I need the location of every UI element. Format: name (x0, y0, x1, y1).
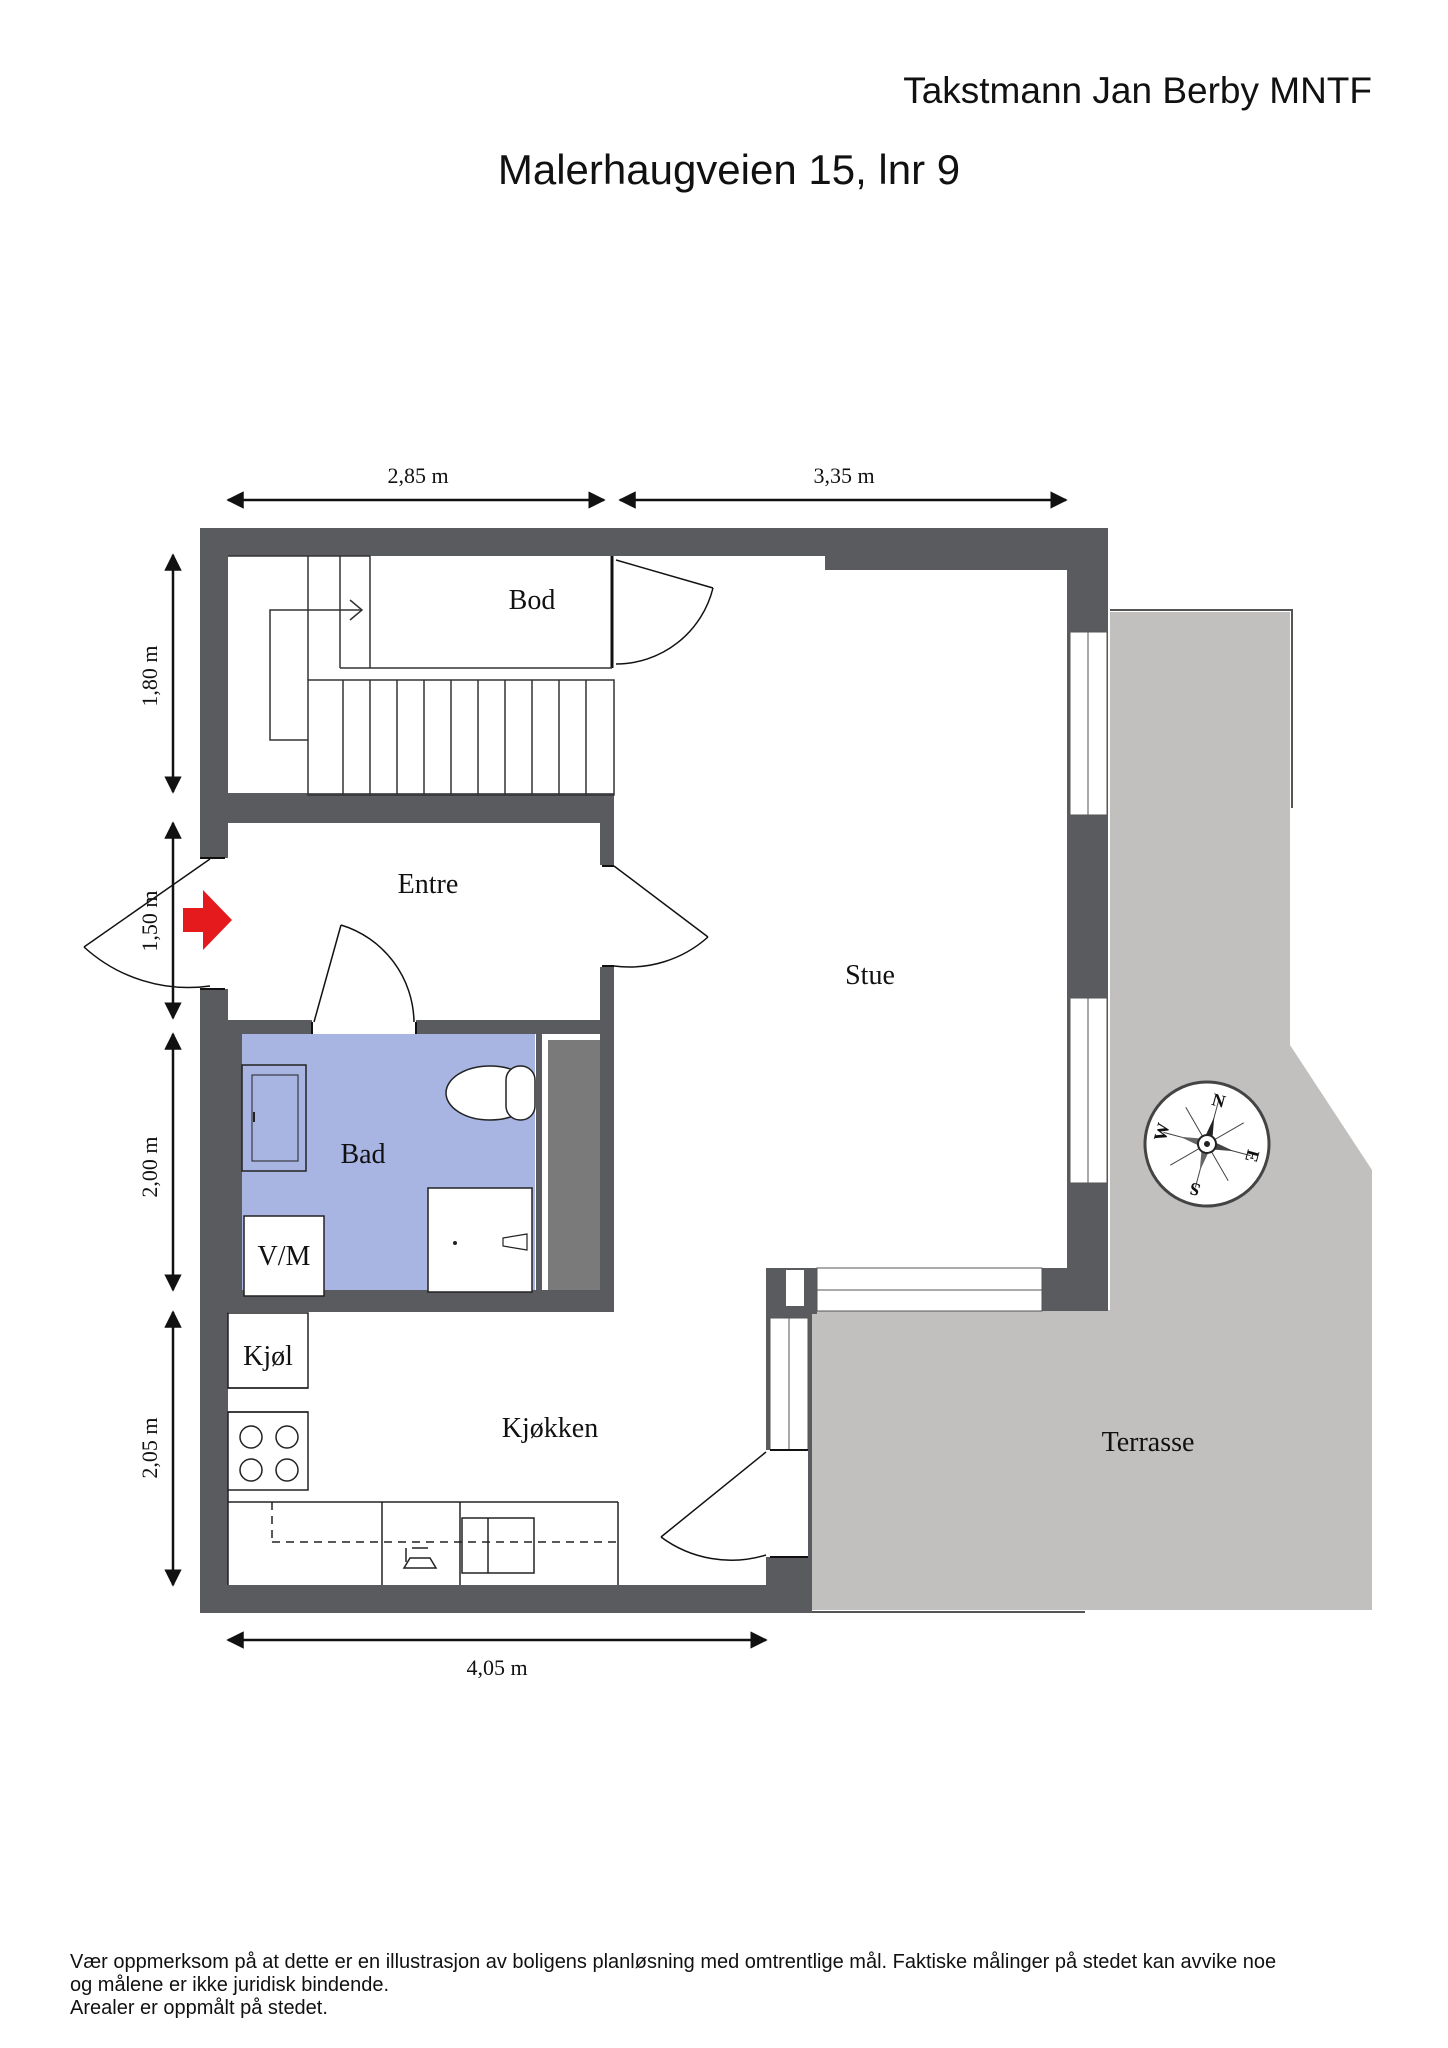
entry-arrow (183, 890, 232, 950)
disclaimer-line-1: Vær oppmerksom på at dette er en illustr… (70, 1951, 1277, 1973)
toilet (445, 1065, 536, 1121)
room-terrasse: Terrasse (1102, 1427, 1195, 1458)
windows (769, 631, 1108, 1451)
dim-left-entre: 1,50 m (137, 890, 162, 951)
staircase (228, 555, 615, 796)
disclaimer-line-3: Arealer er oppmålt på stedet. (70, 1997, 328, 2019)
dim-left-bad: 2,00 m (137, 1136, 162, 1197)
dimension-lines (164, 491, 1068, 1649)
bod-door (610, 556, 714, 668)
company-name: Takstmann Jan Berby MNTF (903, 70, 1372, 111)
room-stue: Stue (845, 960, 895, 991)
kitchen-door (660, 1449, 808, 1561)
disclaimer-line-2: og målene er ikke juridisk bindende. (70, 1974, 390, 1996)
room-entre: Entre (398, 869, 459, 900)
shower (427, 1187, 533, 1293)
washer-dryer (243, 1215, 325, 1297)
dim-left-kjokken: 2,05 m (137, 1417, 162, 1478)
dishwasher (402, 1547, 438, 1569)
compass: N S E W (1143, 1080, 1271, 1208)
fixture-vm: V/M (258, 1241, 311, 1272)
kitchen-fixtures (227, 1312, 619, 1585)
refrigerator (227, 1312, 309, 1389)
dim-top-left: 2,85 m (387, 463, 448, 488)
terrace (790, 609, 1372, 1613)
stue-door (600, 865, 709, 968)
room-kjokken: Kjøkken (502, 1413, 598, 1444)
kitchen-sink (461, 1517, 535, 1574)
bathroom-sink (241, 1064, 307, 1172)
disclaimer: Vær oppmerksom på at dette er en illustr… (70, 1951, 1440, 2020)
bathroom-door (311, 924, 417, 1034)
property-address: Malerhaugveien 15, lnr 9 (497, 146, 961, 193)
dim-left-bod: 1,80 m (137, 645, 162, 706)
compass-w: W (1150, 1121, 1174, 1144)
fixture-kjol: Kjøl (243, 1341, 293, 1372)
compass-n: N (1210, 1089, 1228, 1112)
bathroom-fixtures (241, 1064, 536, 1297)
stove (227, 1411, 309, 1491)
compass-s: S (1187, 1178, 1202, 1200)
dim-top-right: 3,35 m (813, 463, 874, 488)
room-bad: Bad (340, 1139, 385, 1170)
room-bod: Bod (509, 585, 556, 616)
storage-shelf (548, 1040, 600, 1290)
compass-e: E (1241, 1148, 1263, 1165)
dim-bottom: 4,05 m (466, 1655, 527, 1680)
